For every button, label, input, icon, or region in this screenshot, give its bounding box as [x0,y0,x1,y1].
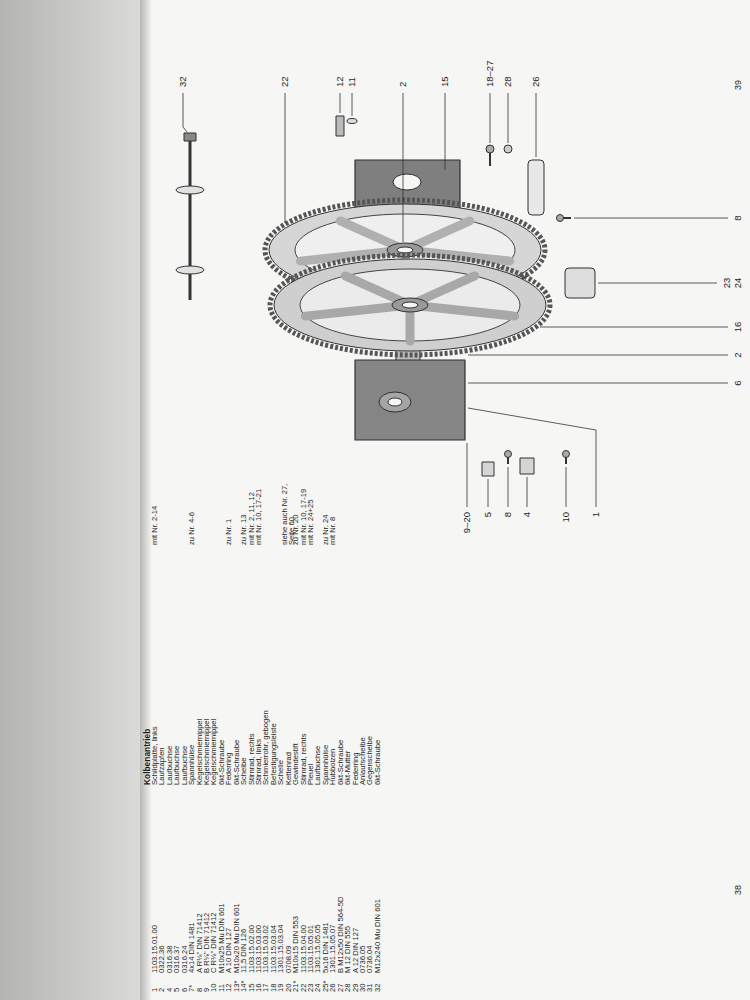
callout-number: 18–27 [485,61,495,87]
part-number: M12x240 Mu DIN 601 [374,899,382,973]
callout-number: 23 [722,278,732,289]
page-number: 38 [734,885,743,895]
callout-number: 2 [398,82,408,87]
callout-number: 28 [503,76,513,87]
part-note: zu Nr. 1 [226,519,234,545]
callout-number: 6 [733,380,743,385]
callout-number: 12 [335,76,345,87]
callout-number: 10 [561,512,571,523]
rotated-page: Kolbenantrieb11103.15.01.00Schildplatte,… [140,0,750,1000]
callout-number: 32 [178,76,188,87]
callout-number: 15 [440,76,450,87]
facing-page [0,0,140,1000]
section-title: Kolbenantrieb [143,729,151,785]
page-sheet [140,0,750,1000]
callout-number: 8 [733,215,743,220]
callout-number: 8 [503,512,513,517]
part-note: mit Nr. 10, 17-21 [255,489,263,545]
callout-number: 11 [347,77,357,87]
page-shadow [140,0,152,1000]
callout-number: 5 [483,512,493,517]
callout-number: 16 [733,322,743,333]
callout-number: 9–20 [462,512,472,533]
callout-number: 22 [280,76,290,87]
leader-lines [183,93,728,507]
item-number: 32 [374,984,382,992]
callout-number: 1 [591,512,601,517]
callout-number: 26 [531,76,541,87]
callout-number: 2 [733,352,743,357]
callout-number: 4 [522,512,532,517]
part-note: zu Nr. 4-6 [188,512,196,545]
part-note: mit Nr. 24+25 [307,500,315,545]
part-description: 6kt-Schraube [374,740,382,785]
part-note: mit Nr. 8 [330,517,338,545]
part-note: mit Nr. 2-14 [151,506,159,545]
page-number: 39 [734,80,743,90]
callout-number: 24 [733,278,743,289]
drive-drawing [176,116,595,476]
